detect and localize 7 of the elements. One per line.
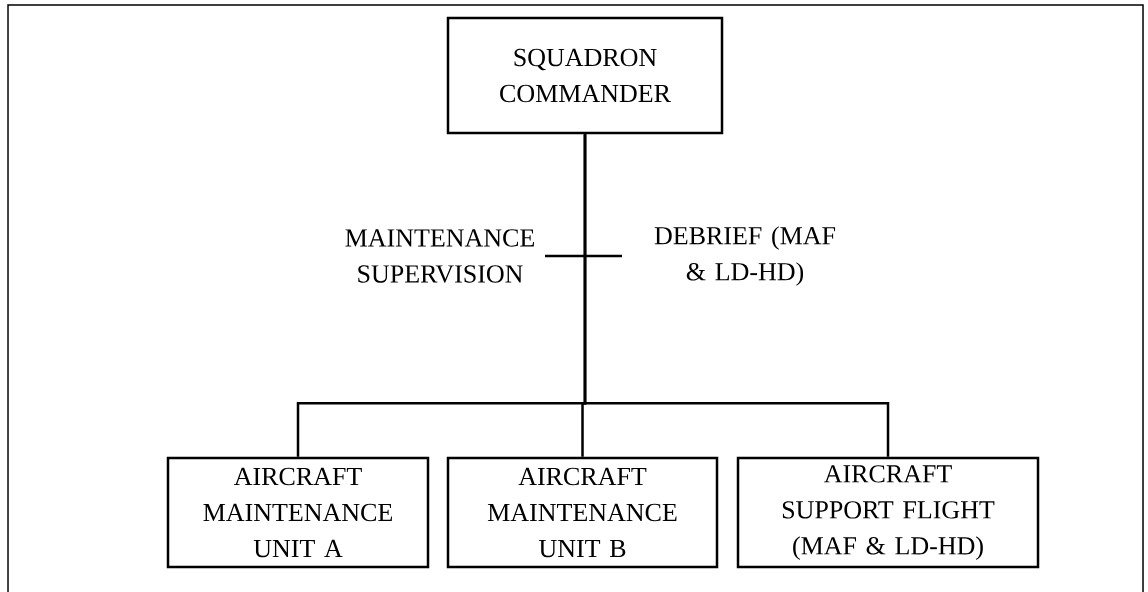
connector-line	[583, 134, 890, 457]
annotation-text: DEBRIEF (MAF & LD-HD)	[654, 226, 836, 286]
annotation-text: MAINTENANCE SUPERVISION	[345, 229, 534, 283]
org-box: AIRCRAFT MAINTENANCE UNIT B	[446, 456, 719, 569]
org-box: AIRCRAFT SUPPORT FLIGHT (MAF & LD-HD)	[736, 456, 1040, 569]
org-box: SQUADRON COMMANDER	[446, 16, 724, 135]
org-box: AIRCRAFT MAINTENANCE UNIT A	[166, 456, 430, 569]
